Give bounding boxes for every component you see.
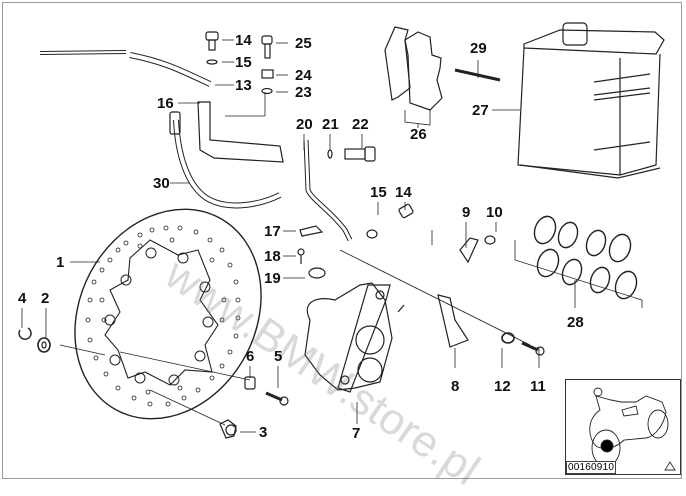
callout-21: 21 [322,116,339,133]
callout-1: 1 [56,254,65,271]
callout-29: 29 [470,40,487,57]
callout-24: 24 [295,67,312,84]
parts-drawing [18,22,665,439]
callout-30: 30 [153,175,170,192]
callout-3: 3 [259,424,268,441]
callout-10: 10 [486,204,503,221]
callout-5: 5 [274,348,283,365]
callout-16: 16 [157,95,174,112]
bolts [205,31,414,279]
brake-lines [39,50,353,242]
callout-12: 12 [494,378,511,395]
callout-18: 18 [264,248,281,265]
callout-28: 28 [567,314,584,331]
callout-13: 13 [235,77,252,94]
callout-14b: 14 [395,184,412,201]
callout-20: 20 [296,116,313,133]
leader-lines [21,39,643,433]
callout-17: 17 [264,223,281,240]
piston-seals [533,215,638,300]
brake-disc [74,208,262,420]
caliper-hardware [437,235,545,356]
callout-22: 22 [352,116,369,133]
callout-26: 26 [410,126,427,143]
callout-4: 4 [18,290,27,307]
callout-27: 27 [472,102,489,119]
callout-7: 7 [352,425,361,442]
drawing-number: 00160910 [566,461,617,474]
callout-23: 23 [295,84,312,101]
locator-thumbnail: 00160910 [565,379,681,475]
callout-14: 14 [235,32,252,49]
callout-9: 9 [462,204,471,221]
callout-2: 2 [41,290,50,307]
callout-25: 25 [295,35,312,52]
brake-caliper [304,282,405,393]
callout-15: 15 [235,54,252,71]
callout-11: 11 [530,378,546,395]
warning-triangle-icon [664,461,676,471]
pin [454,68,501,82]
brake-fluid-can [517,22,665,179]
callout-19: 19 [264,270,281,287]
callout-15b: 15 [370,184,387,201]
small-parts [18,327,289,439]
callout-6: 6 [246,348,255,365]
callout-8: 8 [451,378,460,395]
diagram-frame [2,2,682,479]
brake-pads [384,26,443,111]
motorcycle-locator-icon [589,387,669,467]
